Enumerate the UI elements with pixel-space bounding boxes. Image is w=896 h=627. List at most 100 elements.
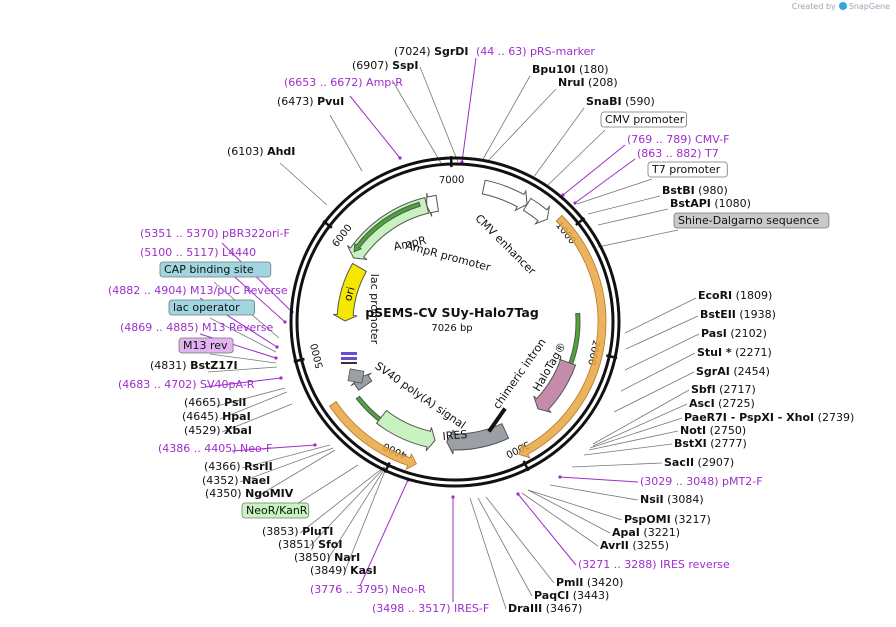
label-text-rsrii: (4366) RsrII [204,460,273,473]
label-nrui[interactable]: NruI (208) [558,76,618,89]
label-nsii[interactable]: NsiI (3084) [640,493,704,506]
feature-halotag [533,359,577,413]
label-apai[interactable]: ApaI (3221) [612,526,680,539]
leader-line-snabi [532,107,585,179]
leader-line-neor-p [359,479,409,587]
label-m13rev-p[interactable]: (4869 .. 4885) M13 Reverse [120,321,273,334]
label-xbai[interactable]: (4529) XbaI [184,424,252,437]
leader-line-psii [216,387,286,407]
label-text-stui: StuI * (2271) [697,346,772,359]
label-text-pluti: (3853) PluTI [262,525,333,538]
label-pvui[interactable]: (6473) PvuI [277,95,344,108]
leader-line-rsrii [241,444,331,469]
label-neof[interactable]: (4386 .. 4405) Neo-F [158,442,272,455]
label-sv40pa[interactable]: (4683 .. 4702) SV40pA-R [118,378,255,391]
label-pmli[interactable]: PmlI (3420) [556,576,623,589]
leader-line-paer7i [589,417,683,449]
label-nari[interactable]: (3850) NarI [294,551,360,564]
label-rsrii[interactable]: (4366) RsrII [204,460,273,473]
leader-line-ahdi [279,162,328,206]
label-ampr-primer[interactable]: (6653 .. 6672) Amp-R [284,76,403,89]
label-pspomi[interactable]: PspOMI (3217) [624,513,711,526]
label-m13puc[interactable]: (4882 .. 4904) M13/pUC Reverse [108,284,288,297]
label-text-hpai: (4645) HpaI [182,410,251,423]
label-text-cap: CAP binding site [164,263,254,276]
label-asci[interactable]: AscI (2725) [689,397,755,410]
leader-line-nari [327,467,386,560]
label-text-cmvprom: CMV promoter [605,113,685,126]
label-draiii[interactable]: DraIII (3467) [508,602,582,615]
label-psii[interactable]: (4665) PsiI [184,396,246,409]
label-m13rev-b[interactable]: M13 rev [178,337,234,354]
label-bstapi[interactable]: BstAPI (1080) [670,197,751,210]
label-snabi[interactable]: SnaBI (590) [586,95,655,108]
label-pluti[interactable]: (3853) PluTI [262,525,333,538]
label-shine[interactable]: Shine-Dalgarno sequence [673,212,830,229]
leader-line-nrui [485,88,557,164]
label-prsmarker[interactable]: (44 .. 63) pRS-marker [476,45,595,58]
label-cmvprom[interactable]: CMV promoter [600,111,687,128]
label-text-ngomiv: (4350) NgoMIV [205,487,294,500]
label-pasi[interactable]: PasI (2102) [701,327,767,340]
label-t7prom[interactable]: T7 promoter [647,161,728,178]
label-bstxi[interactable]: BstXI (2777) [674,437,747,450]
label-sgrai[interactable]: SgrAI (2454) [696,365,770,378]
label-naei[interactable]: (4352) NaeI [202,474,270,487]
feature-ampr-inner [353,201,421,253]
label-text-bpu10i: Bpu10I (180) [532,63,609,76]
label-text-iresrev: (3271 .. 3288) IRES reverse [578,558,730,571]
label-sacii[interactable]: SacII (2907) [664,456,734,469]
label-t7[interactable]: (863 .. 882) T7 [637,147,719,160]
label-ngomiv[interactable]: (4350) NgoMIV [205,487,294,500]
label-cmvf[interactable]: (769 .. 789) CMV-F [627,133,729,146]
leader-line-avrii [521,492,599,547]
feature-ampr-promoter [426,192,440,217]
primer-mark-sv40pa [279,376,283,380]
label-neor-p[interactable]: (3776 .. 3795) Neo-R [310,583,426,596]
label-bpu10i[interactable]: Bpu10I (180) [532,63,609,76]
label-stui[interactable]: StuI * (2271) [697,346,772,359]
label-l4440[interactable]: (5100 .. 5117) L4440 [140,246,256,259]
label-sbfi[interactable]: SbfI (2717) [691,383,756,396]
label-sfoi[interactable]: (3851) SfoI [278,538,342,551]
label-text-cmvf: (769 .. 789) CMV-F [627,133,729,146]
label-iresrev[interactable]: (3271 .. 3288) IRES reverse [578,558,730,571]
leader-line-bstxi [583,443,673,456]
label-paer7i[interactable]: PaeR7I - PspXI - XhoI (2739) [684,411,854,424]
label-pmt2f[interactable]: (3029 .. 3048) pMT2-F [640,475,763,488]
f1-ori-marker [347,368,365,384]
label-avrii[interactable]: AvrII (3255) [600,539,669,552]
label-text-m13rev-p: (4869 .. 4885) M13 Reverse [120,321,273,334]
label-sspi[interactable]: (6907) SspI [352,59,419,72]
leader-line-m13rev-b [209,353,277,364]
label-paqci[interactable]: PaqCI (3443) [534,589,609,602]
leader-line-shine [597,229,679,248]
leader-line-sacii [571,462,663,468]
ruler-tick-1000 [575,217,586,226]
lac-operator-marker [341,352,357,355]
label-noti[interactable]: NotI (2750) [680,424,746,437]
label-hpai[interactable]: (4645) HpaI [182,410,251,423]
leader-line-sgrdi [419,66,459,163]
label-ecori[interactable]: EcoRI (1809) [698,289,772,302]
label-neor-box[interactable]: NeoR/KanR [241,502,310,519]
label-iresf[interactable]: (3498 .. 3517) IRES-F [372,602,489,615]
label-ahdi[interactable]: (6103) AhdI [227,145,295,158]
leader-line-draiii [469,497,507,610]
label-sgrdi[interactable]: (7024) SgrDI [394,45,469,58]
label-pbr322[interactable]: (5351 .. 5370) pBR322ori-F [140,227,290,240]
label-text-t7prom: T7 promoter [651,163,721,176]
label-text-draiii: DraIII (3467) [508,602,582,615]
ruler-tick-5000 [293,357,305,363]
label-bsteii[interactable]: BstEII (1938) [700,308,776,321]
label-lacop[interactable]: lac operator [168,299,255,316]
ruler-tick-6000 [322,220,333,229]
label-box-t7prom [647,161,728,178]
leader-line-sv40pa [204,377,282,388]
label-text-bstxi: BstXI (2777) [674,437,747,450]
label-cap[interactable]: CAP binding site [159,261,272,278]
label-bstbi[interactable]: BstBI (980) [662,184,728,197]
label-kasi[interactable]: (3849) KasI [310,564,377,577]
label-bstz17i[interactable]: (4831) BstZ17I [150,359,238,372]
